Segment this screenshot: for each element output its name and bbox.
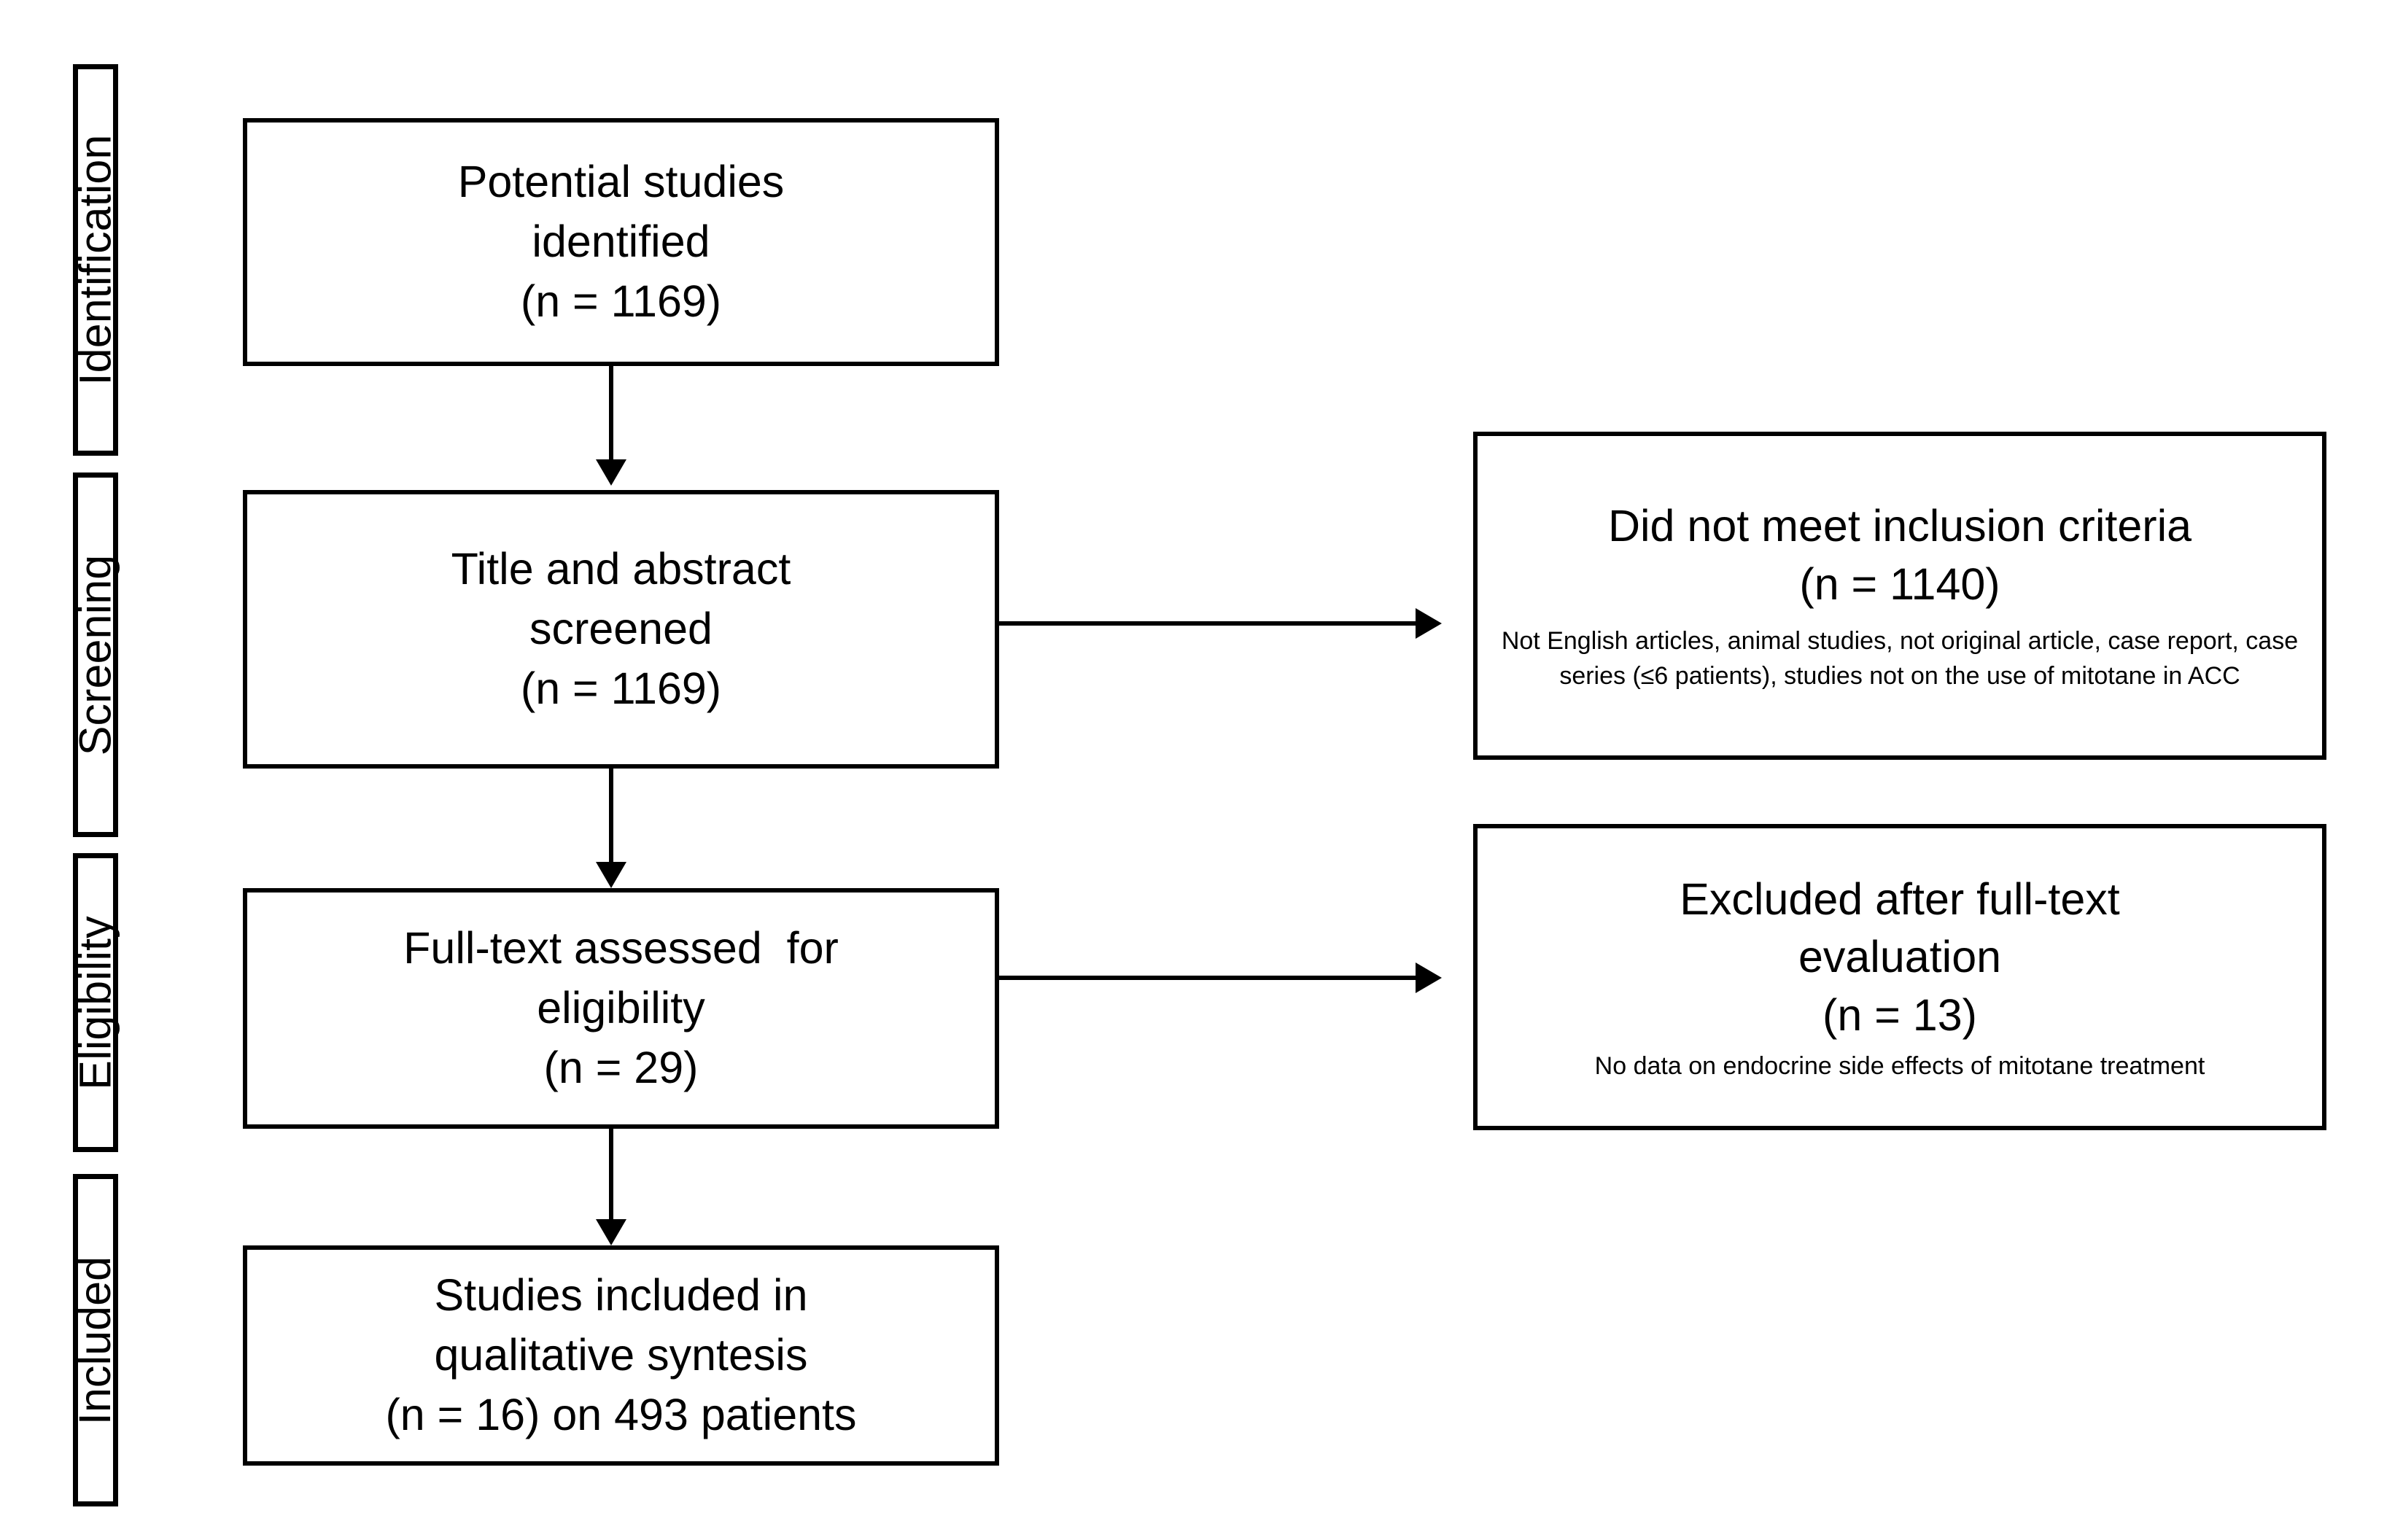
exclusion-box-excluded-after-full-text-line-2: evaluation	[1798, 932, 2002, 982]
flow-box-title-abstract-screened-line-2: screened	[529, 604, 713, 654]
connector-identification-to-screening-line	[609, 366, 613, 461]
flow-box-title-abstract-screened-line-3: (n = 1169)	[520, 663, 722, 713]
exclusion-box-did-not-meet-inclusion-detail: Not English articles, animal studies, no…	[1501, 627, 2299, 691]
flow-box-potential-studies-line-2: identified	[532, 217, 710, 267]
flow-box-full-text-assessed-line-1: Full-text assessed for	[403, 923, 839, 973]
exclusion-box-excluded-after-full-text-line-1: Excluded after full-text	[1680, 874, 2120, 924]
exclusion-box-excluded-after-full-text-detail: No data on endocrine side effects of mit…	[1594, 1051, 2205, 1080]
flow-box-studies-included: Studies included in qualitative syntesis…	[243, 1245, 999, 1466]
stage-label-identification: Identification	[70, 134, 120, 386]
exclusion-box-excluded-after-full-text-line-3: (n = 13)	[1822, 989, 1977, 1040]
connector-eligibility-to-exclusion-2-line	[999, 976, 1418, 980]
flow-box-potential-studies-line-3: (n = 1169)	[520, 276, 722, 326]
exclusion-box-did-not-meet-inclusion-line-2: (n = 1140)	[1799, 559, 2000, 609]
connector-screening-to-exclusion-1-line	[999, 621, 1418, 626]
connector-screening-to-eligibility-arrowhead	[596, 862, 626, 888]
stage-bracket-identification: Identification	[70, 64, 120, 456]
stage-bracket-screening: Screening	[70, 472, 120, 837]
flow-box-potential-studies-line-1: Potential studies	[457, 157, 785, 207]
stage-bracket-eligibility: Eligibility	[70, 853, 120, 1152]
flow-box-studies-included-line-2: qualitative syntesis	[434, 1330, 808, 1380]
connector-identification-to-screening-arrowhead	[596, 459, 626, 486]
flow-box-title-abstract-screened: Title and abstract screened (n = 1169)	[243, 490, 999, 769]
flow-box-title-abstract-screened-line-1: Title and abstract	[451, 544, 791, 594]
stage-label-eligibility: Eligibility	[70, 915, 120, 1090]
flow-box-studies-included-line-1: Studies included in	[434, 1270, 808, 1321]
connector-eligibility-to-exclusion-2-arrowhead	[1416, 962, 1442, 993]
connector-screening-to-exclusion-1-arrowhead	[1416, 608, 1442, 639]
connector-screening-to-eligibility-line	[609, 769, 613, 863]
stage-label-screening: Screening	[70, 554, 120, 755]
stage-bracket-included: Included	[70, 1174, 120, 1506]
flow-box-full-text-assessed-line-2: eligibility	[537, 983, 705, 1033]
connector-eligibility-to-included-line	[609, 1129, 613, 1222]
exclusion-box-excluded-after-full-text: Excluded after full-text evaluation (n =…	[1473, 824, 2326, 1130]
stage-label-included: Included	[70, 1256, 120, 1425]
exclusion-box-did-not-meet-inclusion: Did not meet inclusion criteria (n = 114…	[1473, 432, 2326, 760]
exclusion-box-did-not-meet-inclusion-line-1: Did not meet inclusion criteria	[1607, 501, 2192, 551]
flow-box-full-text-assessed-line-3: (n = 29)	[543, 1042, 699, 1092]
flow-box-studies-included-line-3: (n = 16) on 493 patients	[385, 1389, 857, 1439]
flow-box-potential-studies: Potential studies identified (n = 1169)	[243, 118, 999, 366]
connector-eligibility-to-included-arrowhead	[596, 1219, 626, 1245]
flow-box-full-text-assessed: Full-text assessed for eligibility (n = …	[243, 888, 999, 1129]
